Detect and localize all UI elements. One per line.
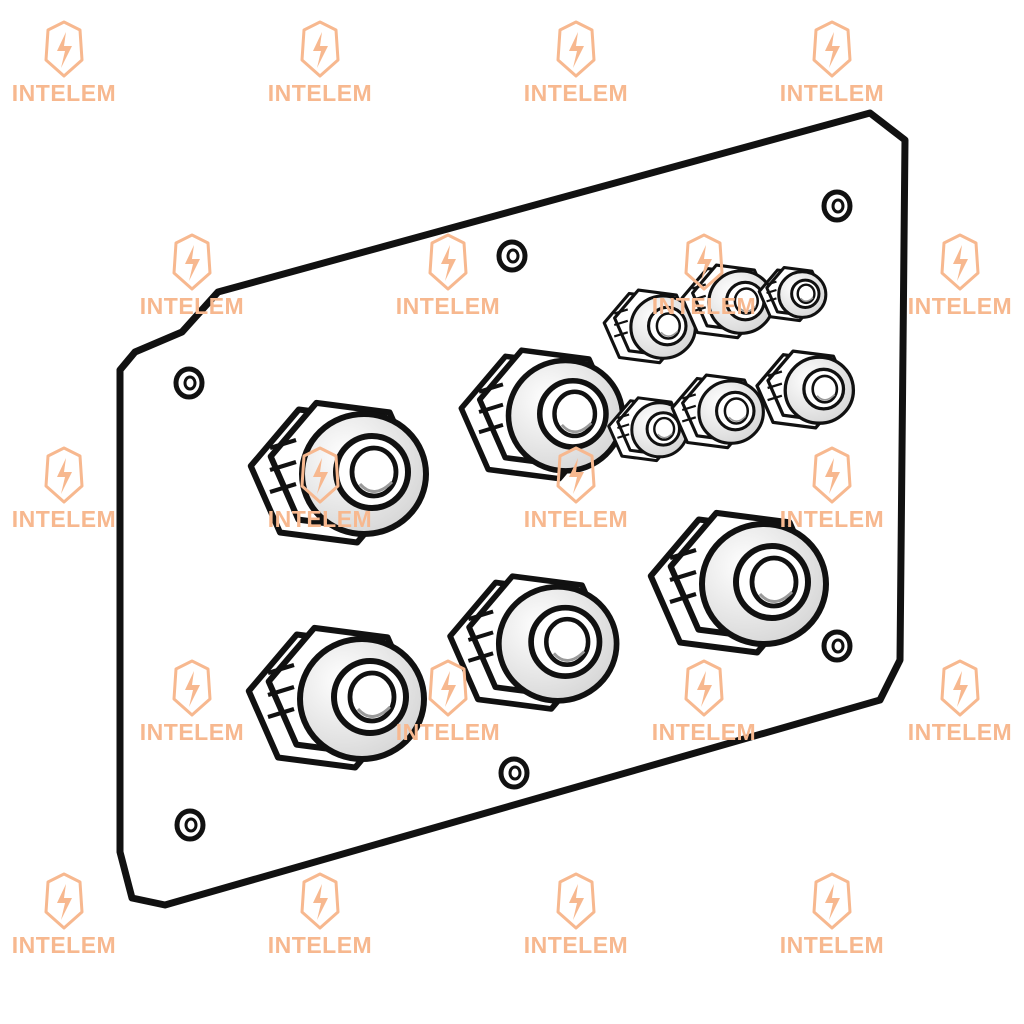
mounting-hole (821, 629, 853, 663)
mounting-holes (173, 189, 853, 842)
mounting-hole (173, 366, 205, 400)
large-gland (447, 573, 620, 712)
mounting-hole (498, 756, 530, 790)
small-gland (755, 349, 856, 430)
mounting-hole (496, 239, 528, 273)
mounting-hole (174, 808, 206, 842)
large-gland (647, 509, 829, 656)
small-gland (680, 263, 775, 340)
small-gland (607, 396, 690, 463)
small-gland (670, 373, 765, 450)
large-gland (245, 624, 427, 771)
small-gland (757, 266, 828, 323)
large-gland (458, 347, 626, 482)
mounting-hole (821, 189, 853, 223)
